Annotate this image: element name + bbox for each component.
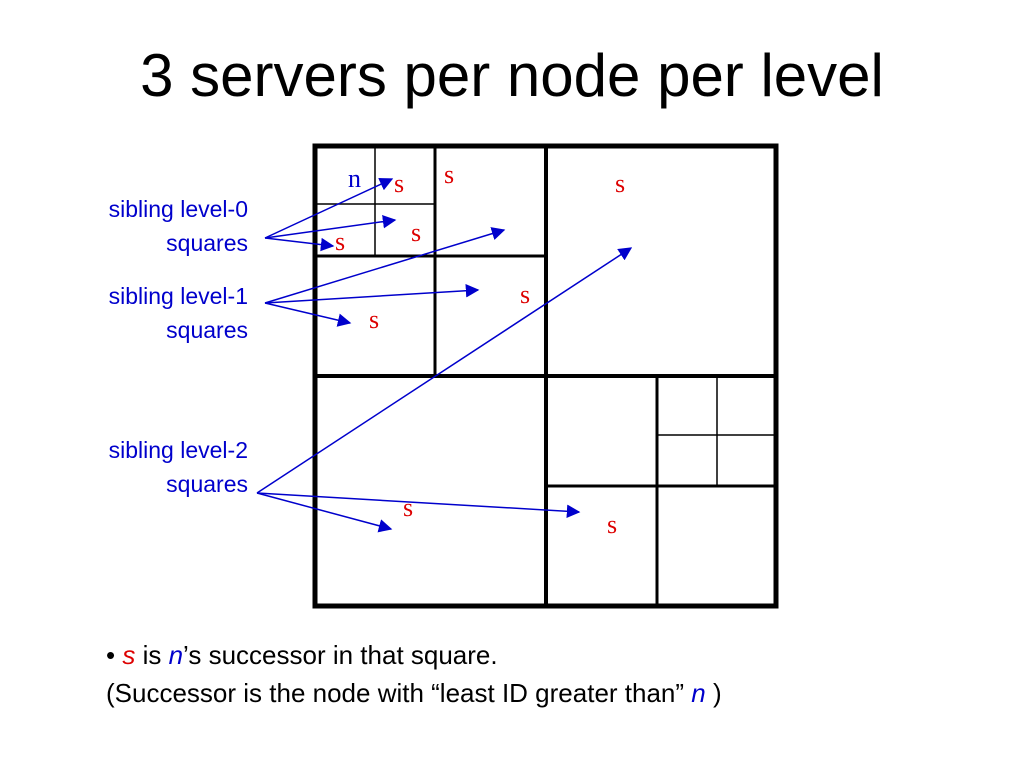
- server-s: s: [411, 218, 421, 247]
- arrow-level0-b: [264, 214, 397, 239]
- footnote-text: is: [135, 640, 169, 670]
- slide-title: 3 servers per node per level: [140, 42, 884, 109]
- label-sibling-level-0: sibling level-0 squares: [8, 192, 248, 260]
- server-s: s: [403, 493, 413, 522]
- arrow-level1-a: [264, 227, 506, 304]
- arrow-level0-a: [264, 177, 394, 239]
- server-s: s: [394, 169, 404, 198]
- grid: [312, 143, 779, 609]
- server-s: s: [335, 227, 345, 256]
- arrow-level1-c: [264, 302, 352, 327]
- footnote-line-2: (Successor is the node with “least ID gr…: [106, 674, 722, 712]
- footnote-text: ’s successor in that square.: [183, 640, 498, 670]
- arrow-level2-a: [256, 247, 633, 494]
- label-line: sibling level-1: [108, 283, 248, 309]
- server-s: s: [615, 169, 625, 198]
- arrows: [256, 177, 633, 533]
- label-sibling-level-2: sibling level-2 squares: [8, 433, 248, 501]
- footnote: • s is n’s successor in that square. (Su…: [106, 636, 722, 712]
- footnote-line-1: • s is n’s successor in that square.: [106, 636, 722, 674]
- n-symbol: n: [691, 678, 706, 708]
- footnote-text: (Successor is the node with “least ID gr…: [106, 678, 692, 708]
- server-s: s: [444, 160, 454, 189]
- labels: n s s s s s s s s s: [335, 160, 625, 539]
- label-line: squares: [166, 471, 248, 497]
- bullet: •: [106, 640, 116, 670]
- server-s: s: [369, 305, 379, 334]
- arrow-level0-c: [264, 237, 335, 252]
- arrow-level1-b: [264, 284, 480, 304]
- label-line: sibling level-0: [108, 196, 248, 222]
- server-s: s: [607, 510, 617, 539]
- server-s: s: [520, 280, 530, 309]
- n-symbol: n: [168, 640, 184, 670]
- label-sibling-level-1: sibling level-1 squares: [8, 279, 248, 347]
- arrow-level2-b: [256, 492, 581, 519]
- s-symbol: s: [122, 640, 136, 670]
- label-line: squares: [166, 317, 248, 343]
- arrow-level2-c: [256, 492, 393, 533]
- label-line: sibling level-2: [108, 437, 248, 463]
- label-line: squares: [166, 230, 248, 256]
- footnote-text: ): [705, 678, 722, 708]
- node-n: n: [348, 164, 361, 193]
